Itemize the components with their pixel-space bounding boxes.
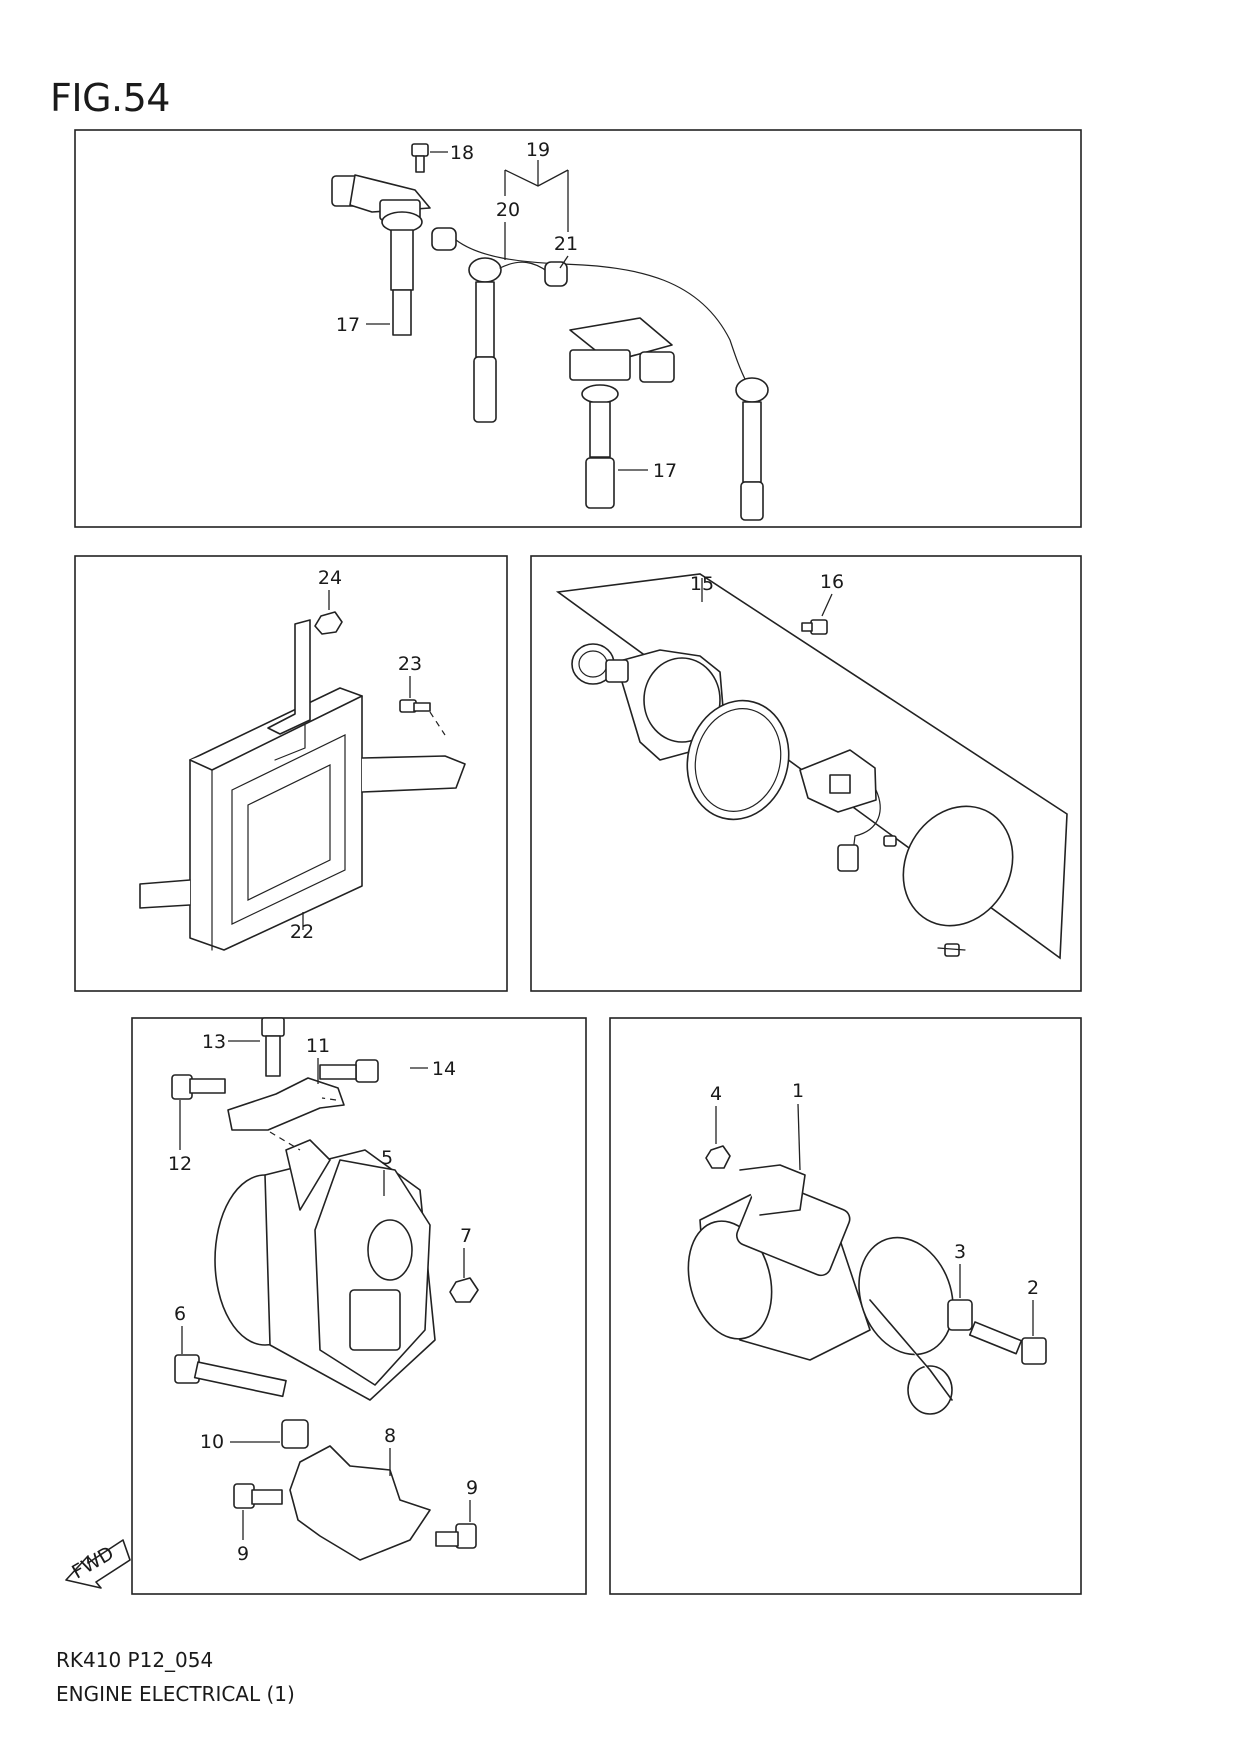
- figure-caption: ENGINE ELECTRICAL (1): [56, 1682, 295, 1706]
- panel-alternator: [131, 1017, 587, 1595]
- distributor-cap: [902, 805, 1014, 927]
- callout-21: 21: [554, 233, 578, 255]
- callout-13: 13: [202, 1031, 226, 1053]
- callout-6: 6: [174, 1303, 186, 1325]
- callout-7: 7: [460, 1225, 472, 1247]
- bolt-2: [968, 1321, 1047, 1365]
- fwd-direction-arrow: FWD: [65, 1539, 131, 1589]
- callout-9-right: 9: [466, 1477, 478, 1499]
- bolt-13: [261, 1017, 285, 1077]
- callout-4: 4: [710, 1083, 722, 1105]
- collar-10: [281, 1419, 309, 1449]
- nut-4: [705, 1145, 731, 1169]
- ecu-bracket: [139, 619, 466, 909]
- bolt-12: [171, 1074, 226, 1100]
- panel-ecu: [74, 555, 508, 992]
- distributor-gasket: [686, 699, 790, 821]
- bolt-18: [411, 143, 429, 173]
- ecu-module: [189, 687, 363, 951]
- panel-starter: [609, 1017, 1082, 1595]
- callout-8: 8: [384, 1425, 396, 1447]
- callout-19: 19: [526, 139, 550, 161]
- callout-23: 23: [398, 653, 422, 675]
- panel-ignition: [74, 129, 1082, 528]
- panel-distributor: [530, 555, 1082, 992]
- callout-17-right: 17: [653, 460, 677, 482]
- callout-20: 20: [496, 199, 520, 221]
- bolt-16: [801, 619, 828, 635]
- bolt-23: [399, 699, 431, 713]
- nut-7: [449, 1277, 479, 1303]
- ignition-coil-left: [331, 174, 431, 336]
- high-tension-cord-20: [431, 227, 769, 521]
- callout-24: 24: [318, 567, 342, 589]
- callout-1: 1: [792, 1080, 804, 1102]
- alternator-body: [214, 1139, 436, 1401]
- bolt-6: [174, 1354, 287, 1398]
- figure-title: FIG.54: [50, 76, 170, 120]
- high-tension-cord-21: [468, 257, 568, 423]
- collar-3: [947, 1299, 973, 1331]
- ignition-coil-right: [569, 317, 675, 509]
- callout-16: 16: [820, 571, 844, 593]
- bolt-9-left: [233, 1483, 283, 1509]
- callout-9-left: 9: [237, 1543, 249, 1565]
- callout-22: 22: [290, 921, 314, 943]
- callout-12: 12: [168, 1153, 192, 1175]
- figure-code: RK410 P12_054: [56, 1648, 214, 1672]
- callout-17-left: 17: [336, 314, 360, 336]
- distributor-rotor-sensor: [799, 749, 881, 872]
- bolt-14: [319, 1059, 379, 1083]
- callout-11: 11: [306, 1035, 330, 1057]
- alternator-bracket-8: [289, 1445, 431, 1561]
- bolt-9-right: [435, 1523, 477, 1549]
- nut-24: [314, 611, 343, 635]
- alternator-bracket-11: [227, 1077, 345, 1131]
- callout-15: 15: [690, 573, 714, 595]
- starter-motor: [687, 1164, 954, 1415]
- callout-10: 10: [200, 1431, 224, 1453]
- callout-18: 18: [450, 142, 474, 164]
- callout-14: 14: [432, 1058, 456, 1080]
- callout-5: 5: [381, 1147, 393, 1169]
- callout-3: 3: [954, 1241, 966, 1263]
- callout-2: 2: [1027, 1277, 1039, 1299]
